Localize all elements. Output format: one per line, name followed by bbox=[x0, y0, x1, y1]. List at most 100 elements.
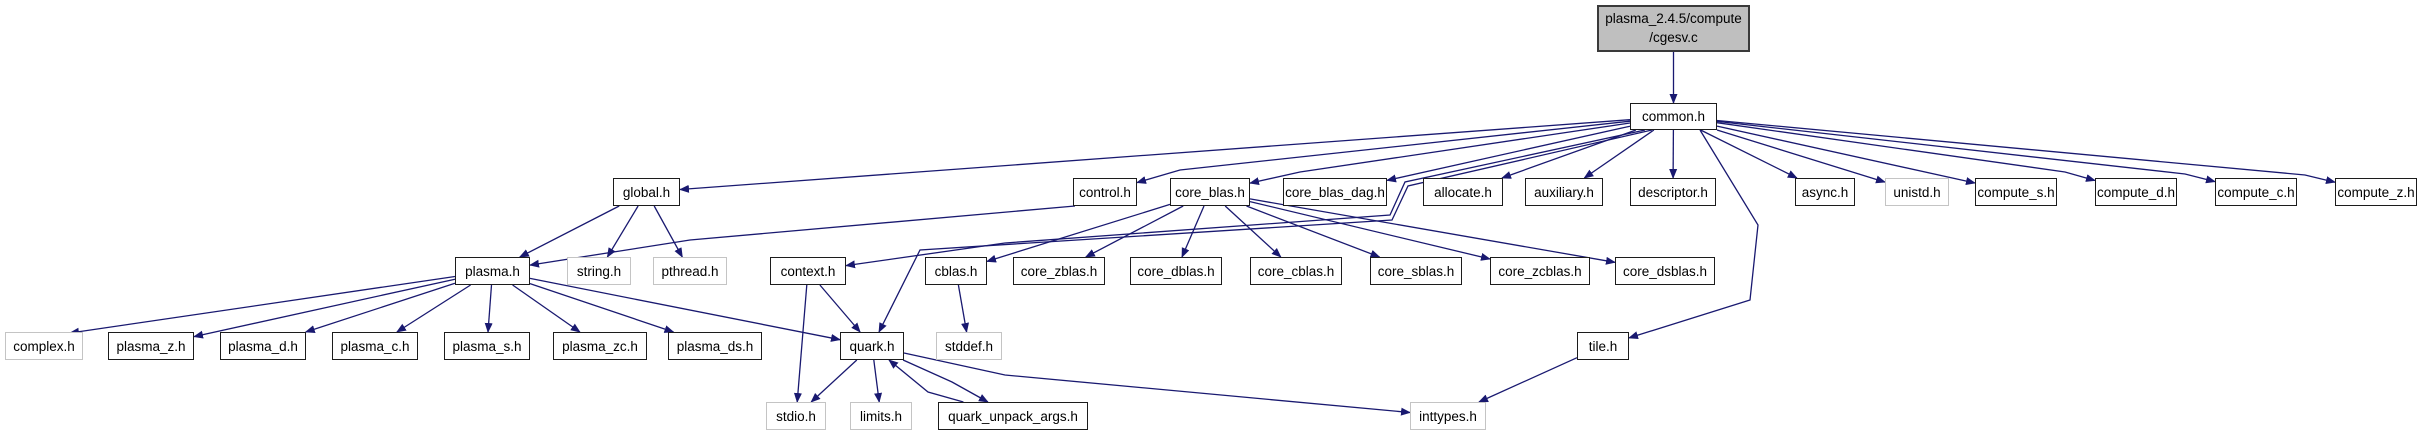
edge-plasma-h-to-plasma-z-h bbox=[193, 278, 456, 339]
node-core-cblas-h[interactable]: core_cblas.h bbox=[1250, 257, 1342, 285]
edge-core-blas-h-to-core-zcblas-h bbox=[1249, 200, 1491, 261]
node-plasma-d-h[interactable]: plasma_d.h bbox=[220, 332, 306, 360]
node-label: complex.h bbox=[13, 338, 75, 354]
node-label: string.h bbox=[576, 263, 622, 279]
node-label: core_blas_dag.h bbox=[1285, 184, 1385, 200]
node-stddef-h: stddef.h bbox=[936, 332, 1002, 360]
node-label: stddef.h bbox=[944, 338, 994, 354]
edge-plasma-h-to-plasma-zc-h bbox=[512, 284, 581, 333]
node-label: quark.h bbox=[849, 338, 895, 354]
node-label: plasma_c.h bbox=[340, 338, 410, 354]
edge-common-h-to-compute-z-h bbox=[1716, 119, 2336, 184]
edge-common-h-to-core-blas-dag-h bbox=[1386, 125, 1631, 183]
edge-core-blas-h-to-core-cblas-h bbox=[1224, 205, 1282, 258]
node-label: inttypes.h bbox=[1419, 408, 1477, 424]
node-label: plasma_z.h bbox=[116, 338, 186, 354]
edge-common-h-to-compute-c-h bbox=[1716, 120, 2216, 184]
node-label: core_cblas.h bbox=[1257, 263, 1335, 279]
edge-plasma-h-to-complex-h bbox=[69, 275, 456, 336]
node-async-h[interactable]: async.h bbox=[1795, 178, 1855, 206]
node-plasma-c-h[interactable]: plasma_c.h bbox=[332, 332, 418, 360]
node-label: core_blas.h bbox=[1175, 184, 1245, 200]
node-core-zcblas-h[interactable]: core_zcblas.h bbox=[1490, 257, 1590, 285]
edge-common-h-to-tile-h bbox=[1628, 129, 1759, 340]
edge-common-h-to-compute-s-h bbox=[1716, 125, 1976, 185]
edge-plasma-h-to-quark-h bbox=[529, 277, 841, 342]
node-allocate-h[interactable]: allocate.h bbox=[1423, 178, 1503, 206]
node-label: stdio.h bbox=[776, 408, 816, 424]
node-label: plasma_d.h bbox=[228, 338, 298, 354]
node-unistd-h: unistd.h bbox=[1885, 178, 1949, 206]
node-label: allocate.h bbox=[1434, 184, 1492, 200]
node-cgesv-c: plasma_2.4.5/compute/cgesv.c bbox=[1597, 5, 1750, 52]
edge-core-blas-h-to-core-dsblas-h bbox=[1249, 198, 1616, 265]
node-core-blas-dag-h[interactable]: core_blas_dag.h bbox=[1283, 178, 1387, 206]
node-inttypes-h: inttypes.h bbox=[1410, 402, 1486, 430]
node-core-dblas-h[interactable]: core_dblas.h bbox=[1130, 257, 1222, 285]
node-label: plasma_zc.h bbox=[562, 338, 638, 354]
edge-common-h-to-async-h bbox=[1700, 129, 1798, 179]
node-label: descriptor.h bbox=[1638, 184, 1708, 200]
node-cblas-h[interactable]: cblas.h bbox=[925, 257, 987, 285]
node-tile-h[interactable]: tile.h bbox=[1577, 332, 1629, 360]
node-label: pthread.h bbox=[661, 263, 719, 279]
root-label-line2: /cgesv.c bbox=[1649, 29, 1698, 45]
edge-cblas-h-to-stddef-h bbox=[957, 284, 969, 333]
edge-common-h-to-allocate-h bbox=[1501, 129, 1637, 179]
node-compute-s-h[interactable]: compute_s.h bbox=[1975, 178, 2057, 206]
edge-plasma-h-to-plasma-s-h bbox=[484, 284, 493, 333]
edge-core-blas-h-to-cblas-h bbox=[986, 203, 1171, 263]
node-quark-unpack-args-h[interactable]: quark_unpack_args.h bbox=[938, 402, 1088, 430]
node-label: async.h bbox=[1801, 184, 1849, 200]
edge-quark-h-to-quark-unpack-args-h bbox=[902, 359, 989, 403]
node-control-h[interactable]: control.h bbox=[1073, 178, 1137, 206]
node-label: plasma_s.h bbox=[452, 338, 522, 354]
edge-plasma-h-to-plasma-c-h bbox=[396, 284, 471, 333]
edge-plasma-h-to-plasma-d-h bbox=[304, 282, 456, 334]
node-limits-h: limits.h bbox=[850, 402, 912, 430]
node-quark-h[interactable]: quark.h bbox=[840, 332, 904, 360]
node-common-h[interactable]: common.h bbox=[1630, 103, 1717, 130]
node-string-h: string.h bbox=[567, 257, 631, 285]
node-descriptor-h[interactable]: descriptor.h bbox=[1630, 178, 1716, 206]
node-plasma-h[interactable]: plasma.h bbox=[455, 257, 530, 285]
node-auxiliary-h[interactable]: auxiliary.h bbox=[1525, 178, 1603, 206]
edge-common-h-to-compute-d-h bbox=[1716, 122, 2096, 182]
node-compute-z-h[interactable]: compute_z.h bbox=[2335, 178, 2417, 206]
edge-core-blas-h-to-core-zblas-h bbox=[1084, 205, 1184, 258]
node-core-sblas-h[interactable]: core_sblas.h bbox=[1370, 257, 1462, 285]
edge-quark-h-to-stdio-h bbox=[810, 359, 858, 403]
node-core-zblas-h[interactable]: core_zblas.h bbox=[1013, 257, 1105, 285]
node-global-h[interactable]: global.h bbox=[613, 178, 680, 206]
edge-core-blas-h-to-core-sblas-h bbox=[1246, 205, 1381, 258]
node-core-blas-h[interactable]: core_blas.h bbox=[1170, 178, 1250, 206]
node-compute-c-h[interactable]: compute_c.h bbox=[2215, 178, 2297, 206]
edge-quark-h-to-limits-h bbox=[873, 359, 883, 403]
node-compute-d-h[interactable]: compute_d.h bbox=[2095, 178, 2177, 206]
node-plasma-s-h[interactable]: plasma_s.h bbox=[444, 332, 530, 360]
node-label: core_zblas.h bbox=[1020, 263, 1098, 279]
node-core-dsblas-h[interactable]: core_dsblas.h bbox=[1615, 257, 1715, 285]
node-pthread-h: pthread.h bbox=[653, 257, 727, 285]
node-label: core_dblas.h bbox=[1137, 263, 1215, 279]
node-plasma-ds-h[interactable]: plasma_ds.h bbox=[668, 332, 762, 360]
node-plasma-z-h[interactable]: plasma_z.h bbox=[108, 332, 194, 360]
node-label: compute_z.h bbox=[2337, 184, 2415, 200]
node-context-h[interactable]: context.h bbox=[770, 257, 846, 285]
edge-common-h-to-unistd-h bbox=[1716, 129, 1886, 184]
edge-tile-h-to-inttypes-h bbox=[1478, 357, 1578, 403]
node-stdio-h: stdio.h bbox=[766, 402, 826, 430]
root-label-line1: plasma_2.4.5/compute bbox=[1605, 11, 1742, 27]
edge-context-h-to-stdio-h bbox=[793, 284, 808, 403]
edge-common-h-to-control-h bbox=[1136, 120, 1631, 184]
node-label: tile.h bbox=[1588, 338, 1618, 354]
node-label: compute_d.h bbox=[2096, 184, 2176, 200]
node-label: core_dsblas.h bbox=[1622, 263, 1708, 279]
node-label: limits.h bbox=[859, 408, 902, 424]
node-label: plasma.h bbox=[465, 263, 520, 279]
edge-plasma-h-to-plasma-ds-h bbox=[529, 282, 675, 333]
edge-global-h-to-pthread-h bbox=[653, 205, 683, 258]
node-plasma-zc-h[interactable]: plasma_zc.h bbox=[553, 332, 647, 360]
